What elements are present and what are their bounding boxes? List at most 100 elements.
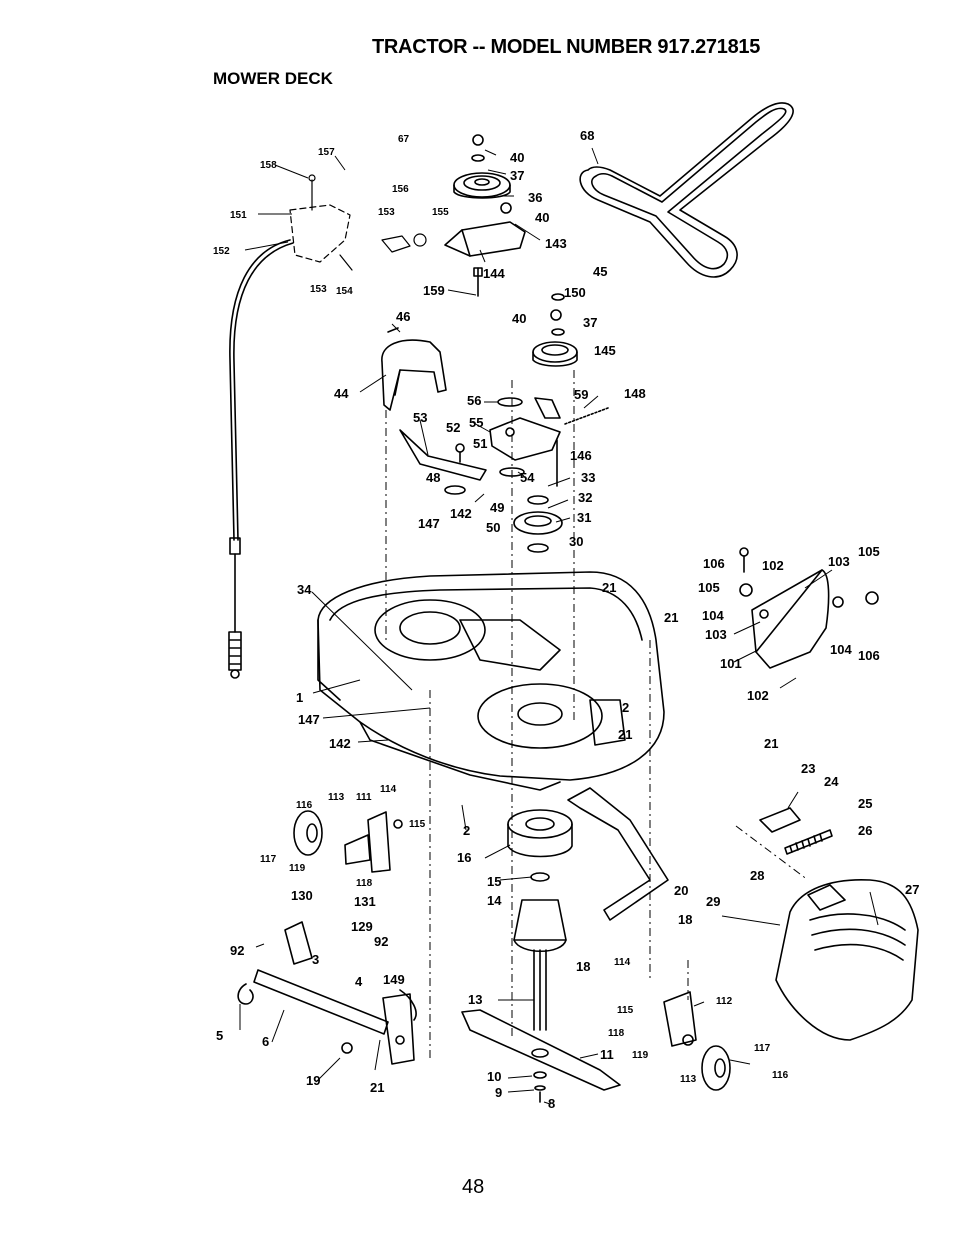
part-label-p2b: 2: [463, 823, 470, 838]
part-label-p105a: 105: [858, 544, 880, 559]
baffle-drawing: [567, 787, 669, 921]
part-label-p112: 112: [716, 996, 733, 1007]
page-title: TRACTOR -- MODEL NUMBER 917.271815: [372, 36, 761, 58]
part-label-p20: 20: [674, 883, 688, 898]
part-label-p37b: 37: [583, 315, 597, 330]
part-label-p152: 152: [213, 246, 230, 257]
part-label-p53: 53: [413, 410, 427, 425]
part-label-p144: 144: [483, 266, 505, 281]
cable-drawing: [228, 239, 294, 679]
part-label-p3: 3: [312, 952, 319, 967]
part-label-p23: 23: [801, 761, 815, 776]
part-label-p159: 159: [423, 283, 445, 298]
part-label-p50: 50: [486, 520, 500, 535]
belt-drawing: [579, 102, 794, 278]
part-label-p145: 145: [594, 343, 616, 358]
part-label-p33: 33: [581, 470, 595, 485]
part-label-p59: 59: [574, 387, 588, 402]
part-label-p29: 29: [706, 894, 720, 909]
spring-drawing: [759, 807, 833, 855]
part-label-p116a: 116: [296, 800, 313, 811]
part-label-p30: 30: [569, 534, 583, 549]
part-label-p28: 28: [750, 868, 764, 883]
part-label-p105b: 105: [698, 580, 720, 595]
part-label-p10: 10: [487, 1069, 501, 1084]
part-label-p48: 48: [426, 470, 440, 485]
part-label-p51: 51: [473, 436, 487, 451]
part-label-p153b: 153: [310, 284, 327, 295]
part-label-p106b: 106: [858, 648, 880, 663]
part-label-p34: 34: [297, 582, 312, 597]
part-label-p149: 149: [383, 972, 405, 987]
part-label-p103a: 103: [828, 554, 850, 569]
part-label-p11: 11: [600, 1047, 614, 1062]
part-label-p153a: 153: [378, 207, 395, 218]
part-label-p25: 25: [858, 796, 872, 811]
part-label-p24: 24: [824, 774, 839, 789]
part-label-p21b: 21: [664, 610, 678, 625]
part-label-p92b: 92: [374, 934, 388, 949]
part-label-p117b: 117: [754, 1043, 771, 1054]
part-label-p40b: 40: [535, 210, 549, 225]
spindle-pulley-drawing: [513, 495, 563, 553]
part-label-p15: 15: [487, 874, 501, 889]
part-label-p92a: 92: [230, 943, 244, 958]
part-label-p115b: 115: [617, 1005, 634, 1016]
part-label-p114b: 114: [614, 957, 631, 968]
part-label-p117a: 117: [260, 854, 277, 865]
part-label-p119b: 119: [632, 1050, 649, 1061]
part-label-p1: 1: [296, 690, 303, 705]
part-label-p4: 4: [355, 974, 363, 989]
part-label-p104a: 104: [702, 608, 724, 623]
page-number: 48: [462, 1176, 485, 1198]
part-label-p8: 8: [548, 1096, 555, 1111]
part-label-p21e: 21: [370, 1080, 384, 1095]
mower-deck-drawing: [317, 571, 665, 791]
part-label-p119a: 119: [289, 863, 306, 874]
part-label-p148: 148: [624, 386, 646, 401]
part-label-p113a: 113: [328, 792, 345, 803]
part-label-p5: 5: [216, 1028, 223, 1043]
part-label-p118a: 118: [356, 878, 373, 889]
part-label-p40a: 40: [510, 150, 524, 165]
idler-bracket-drawing: [289, 174, 427, 271]
part-label-p143: 143: [545, 236, 567, 251]
part-label-p68: 68: [580, 128, 594, 143]
part-label-p155: 155: [432, 207, 449, 218]
spindle-assembly-drawing: [507, 809, 573, 1031]
part-label-p52: 52: [446, 420, 460, 435]
part-label-p9: 9: [495, 1085, 502, 1100]
part-label-p157: 157: [318, 147, 335, 158]
left-wheel-drawing: [293, 810, 403, 873]
part-label-p18b: 18: [576, 959, 590, 974]
part-label-p104b: 104: [830, 642, 852, 657]
part-label-p114a: 114: [380, 784, 397, 795]
part-label-p147a: 147: [418, 516, 440, 531]
part-label-p131: 131: [354, 894, 376, 909]
part-label-p19: 19: [306, 1073, 320, 1088]
part-label-p45: 45: [593, 264, 607, 279]
part-label-p130: 130: [291, 888, 313, 903]
part-label-p18a: 18: [678, 912, 692, 927]
part-label-p32: 32: [578, 490, 592, 505]
part-label-p44: 44: [334, 386, 349, 401]
part-label-p102a: 102: [762, 558, 784, 573]
part-label-p31: 31: [577, 510, 591, 525]
part-label-p102b: 102: [747, 688, 769, 703]
part-label-p36: 36: [528, 190, 542, 205]
blade-drawing: [461, 1009, 621, 1103]
part-label-p37a: 37: [510, 168, 524, 183]
part-label-p14: 14: [487, 893, 502, 908]
part-label-p151: 151: [230, 210, 247, 221]
part-label-p116b: 116: [772, 1070, 789, 1081]
part-label-p2a: 2: [622, 700, 629, 715]
part-label-p154: 154: [336, 286, 353, 297]
part-label-p142a: 142: [450, 506, 472, 521]
right-wheel-drawing: [663, 991, 731, 1091]
belt-guard-drawing: [381, 327, 447, 411]
part-label-p46: 46: [396, 309, 410, 324]
leader-lines: [239, 147, 879, 1105]
part-label-p142b: 142: [329, 736, 351, 751]
